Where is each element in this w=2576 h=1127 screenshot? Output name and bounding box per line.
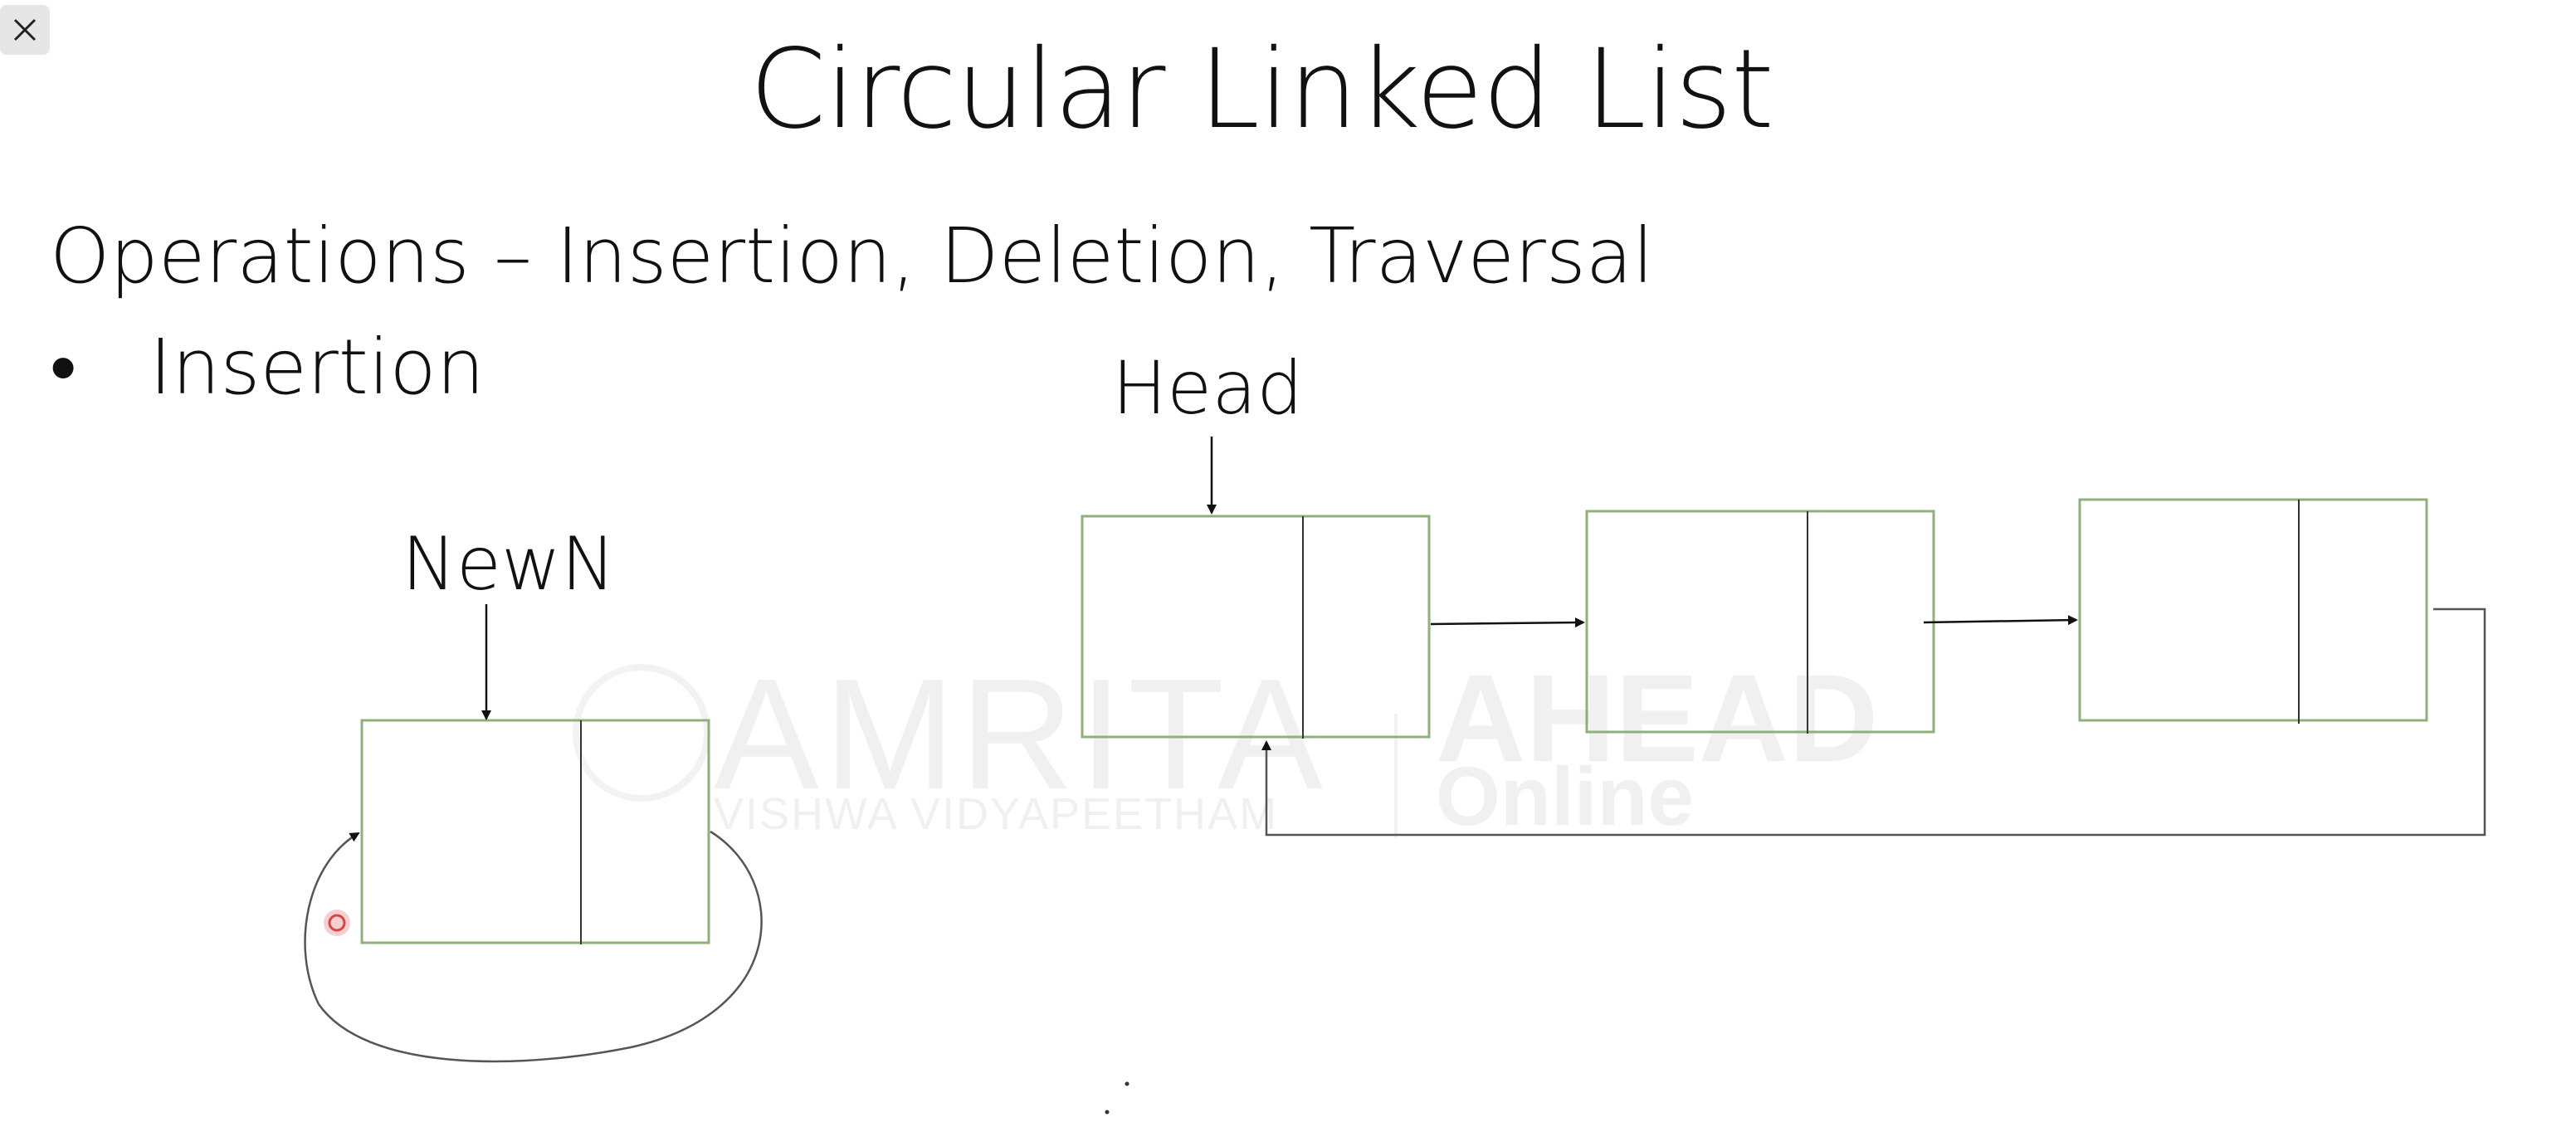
tail-to-head-arrow (1261, 607, 2486, 837)
list-node-2 (1585, 510, 1935, 734)
new-node-box (360, 719, 710, 944)
bullet-item: • Insertion (50, 325, 485, 409)
new-node-label: NewN (402, 521, 616, 607)
cursor-pointer-icon (324, 910, 350, 936)
close-icon (13, 18, 37, 41)
close-button[interactable] (0, 5, 50, 55)
new-node (360, 719, 710, 944)
list-node-3-box (2078, 498, 2428, 722)
stray-dot (1105, 1110, 1110, 1115)
slide-title: Circular Linked List (749, 26, 1774, 154)
list-node-2-box (1585, 510, 1935, 734)
list-node-3 (2078, 498, 2428, 724)
slide-subtitle: Operations – Insertion, Deletion, Traver… (50, 212, 1654, 300)
head-label: Head (1112, 345, 1304, 431)
list-node-1 (1081, 515, 1431, 739)
new-node-self-loop-arrow (304, 830, 763, 1063)
bullet-text: Insertion (149, 323, 485, 412)
stray-dot (1125, 1081, 1129, 1086)
node2-to-node3-arrow (1923, 615, 2078, 626)
bullet-marker: • (50, 323, 77, 412)
node1-to-node2-arrow (1430, 617, 1585, 628)
list-node-1-box (1081, 515, 1431, 739)
